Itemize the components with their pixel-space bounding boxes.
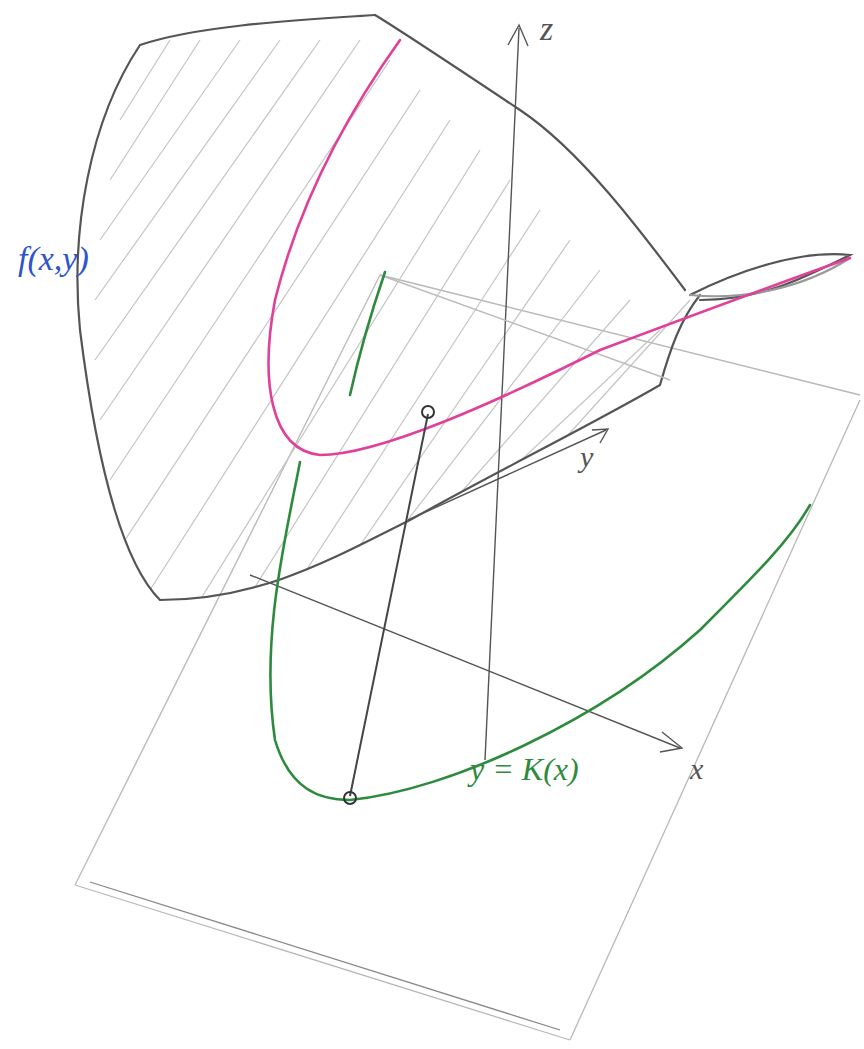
function-label: f(x,y) (18, 240, 89, 277)
axis-label: x (690, 752, 703, 785)
k-curve (270, 272, 810, 800)
surface-hatching (95, 40, 700, 600)
curve-label: y = K(x) (470, 752, 579, 787)
projection-line (350, 414, 428, 796)
surface-outline (78, 15, 851, 600)
curve-point (344, 792, 356, 804)
coordinate-axes (250, 25, 682, 760)
axis-label: z (540, 10, 553, 47)
surface-point (422, 406, 434, 418)
surface-curve (269, 40, 850, 455)
axis-label: y (580, 440, 593, 473)
